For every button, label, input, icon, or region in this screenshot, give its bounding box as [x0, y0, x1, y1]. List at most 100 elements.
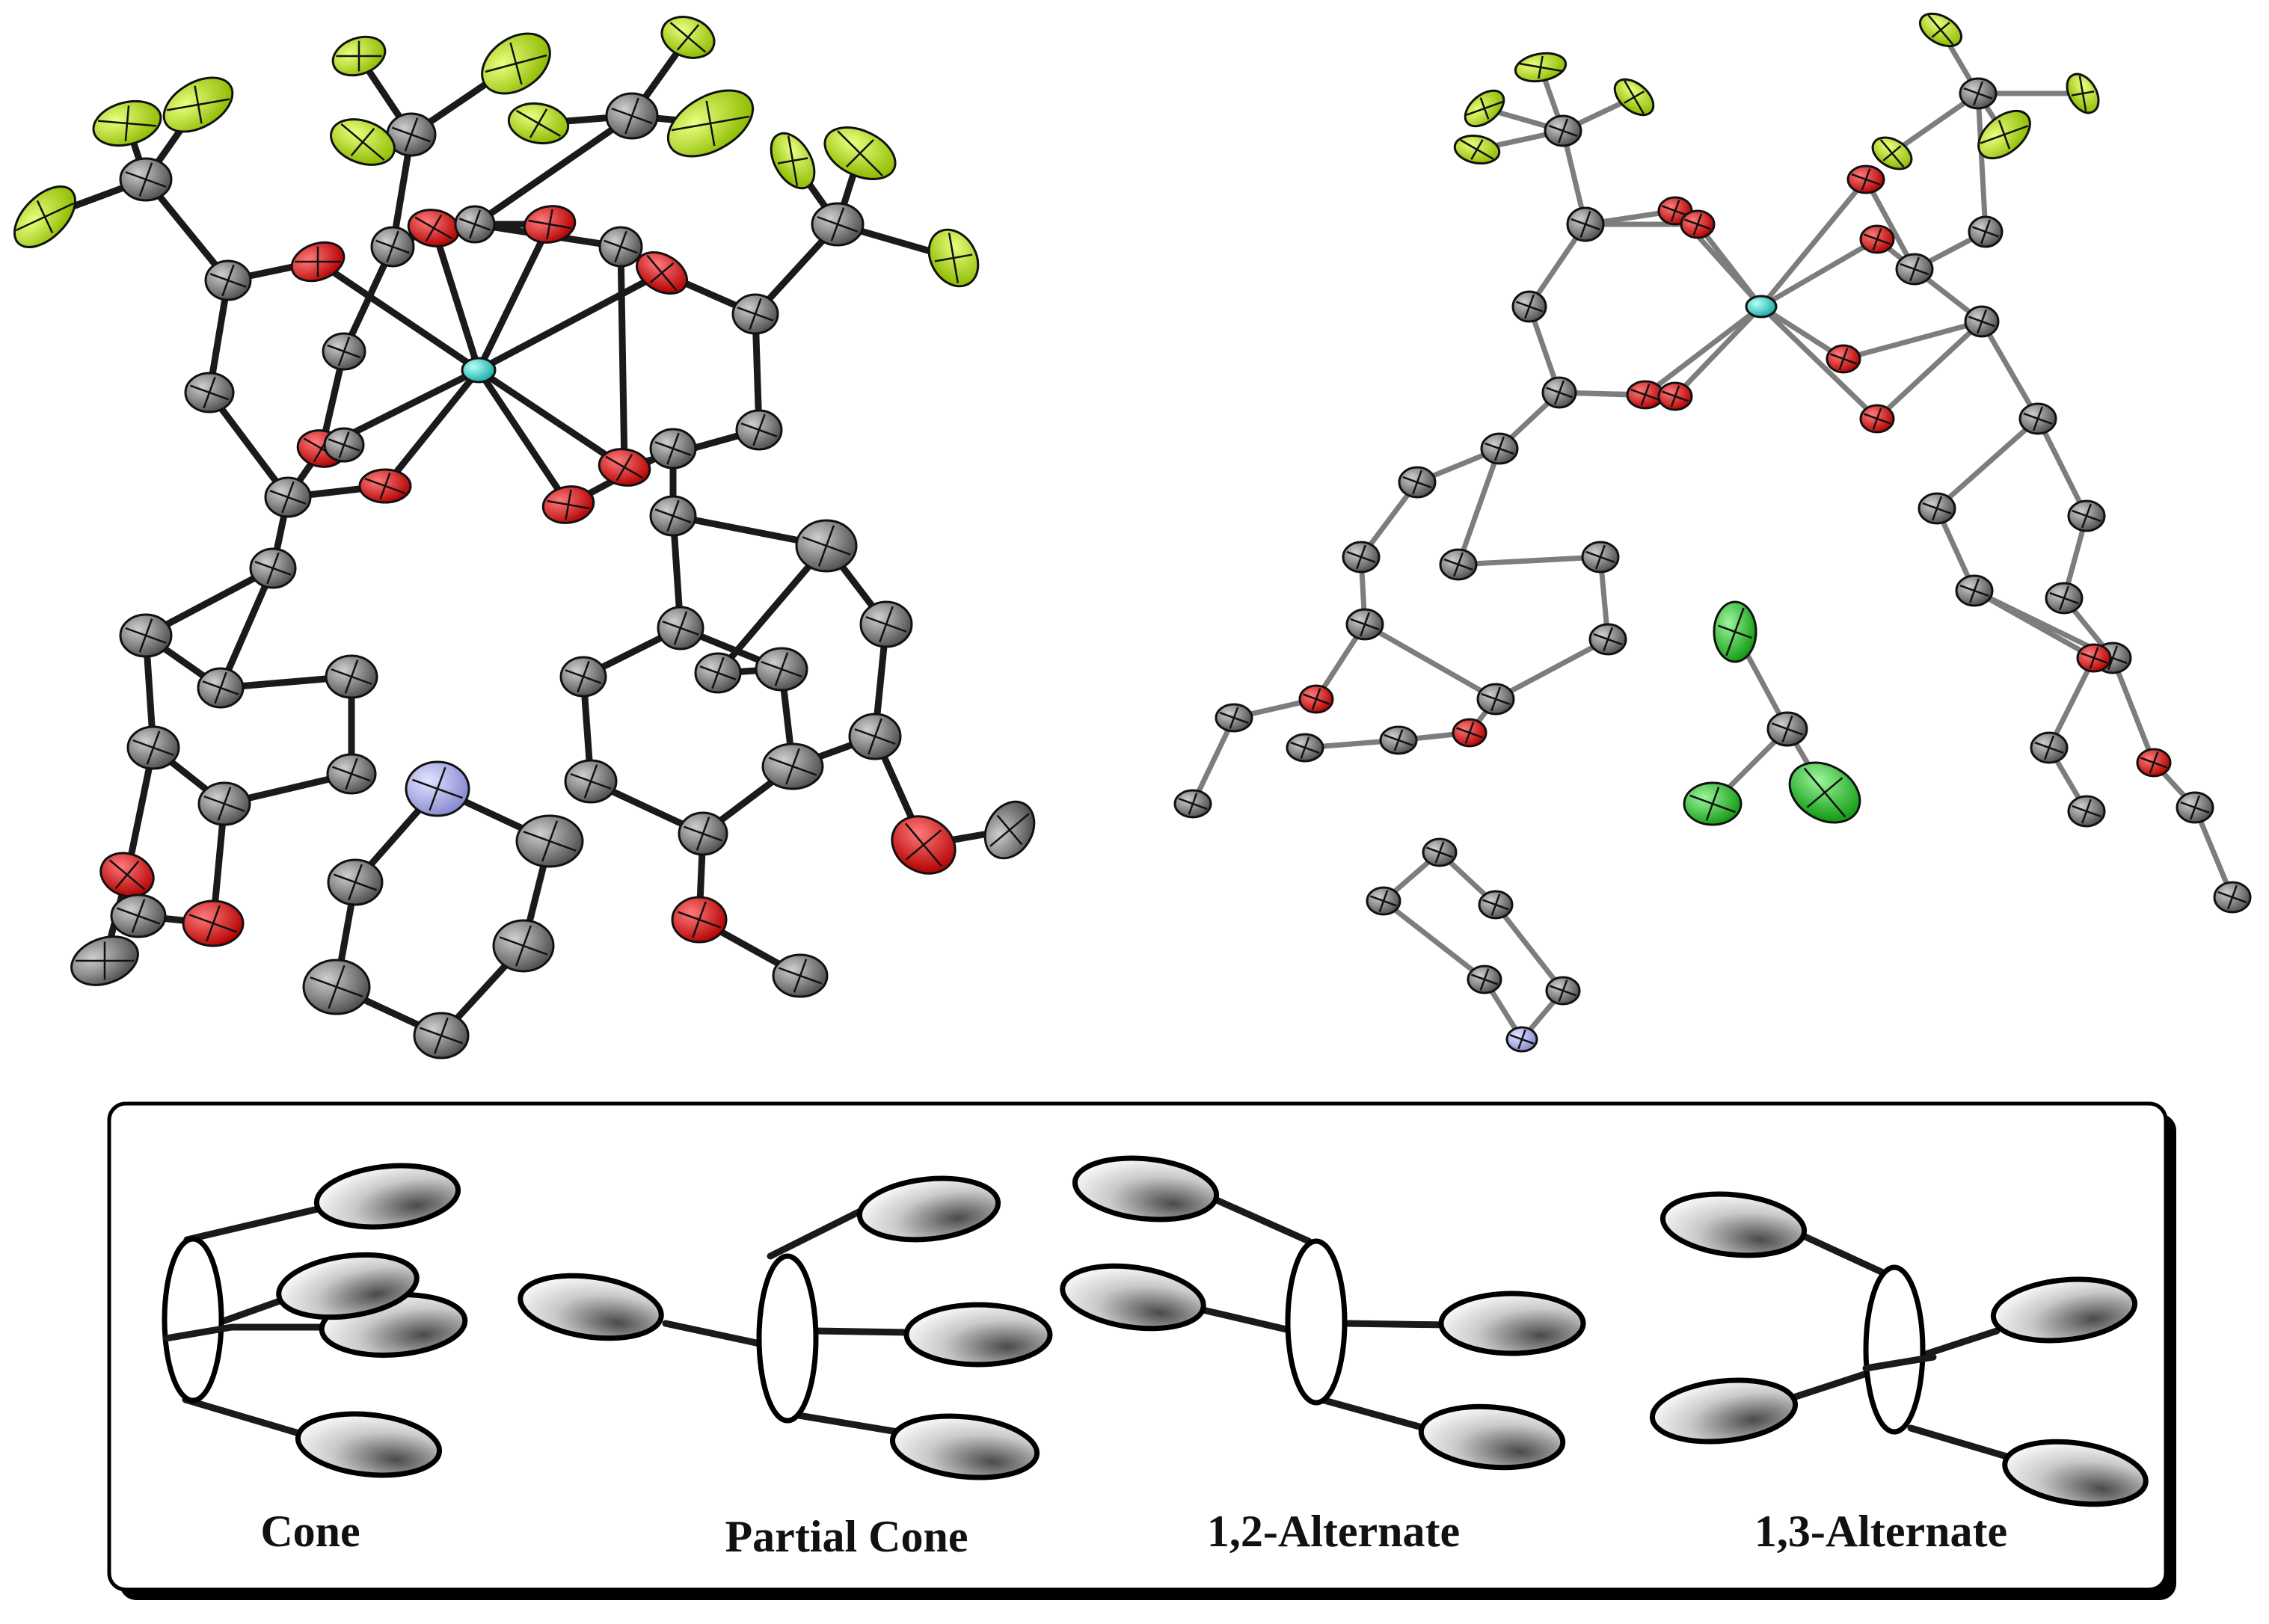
atom-principal-axes: [646, 254, 678, 292]
atom-principal-axes: [458, 209, 491, 239]
atom-principal-axes: [837, 130, 883, 176]
atom-principal-axes: [1178, 793, 1208, 815]
bond: [475, 221, 553, 374]
panel-frame: [107, 1101, 2168, 1592]
atom-principal-axes: [333, 864, 378, 901]
atom-principal-axes: [97, 105, 157, 141]
atom-principal-axes: [166, 85, 230, 124]
bond: [1190, 715, 1237, 807]
atom-principal-axes: [604, 230, 638, 263]
bond: [1642, 304, 1764, 398]
atom-principal-axes: [1481, 686, 1511, 712]
atom-principal-axes: [1456, 722, 1483, 744]
bond: [1874, 319, 1985, 422]
atom-principal-axes: [1864, 228, 1891, 250]
atom-principal-axes: [125, 162, 167, 197]
bond: [2035, 416, 2090, 519]
atom-principal-axes: [777, 135, 808, 186]
atom-principal-axes: [125, 618, 167, 653]
cone-diagram: [162, 1163, 468, 1478]
atom-principal-axes: [1219, 707, 1249, 729]
bond: [1934, 416, 2041, 511]
atom-principal-axes: [1864, 407, 1891, 430]
bond: [1758, 304, 1880, 422]
atom-principal-axes: [768, 748, 817, 785]
atom-principal-axes: [570, 764, 612, 799]
atom-principal-axes: [1460, 139, 1494, 160]
atom-principal-axes: [1922, 496, 1952, 521]
atom-principal-axes: [654, 499, 692, 532]
atom-principal-axes: [1509, 1029, 1535, 1050]
atom-principal-axes: [2072, 503, 2101, 529]
atom-principal-axes: [2081, 647, 2107, 669]
atom-principal-axes: [331, 659, 372, 694]
bond: [1863, 176, 1918, 272]
atom-principal-axes: [1384, 729, 1413, 751]
atom-principal-axes: [310, 965, 363, 1009]
atom-principal-axes: [1402, 470, 1432, 495]
atom-principal-axes: [332, 757, 371, 790]
bond: [1493, 636, 1611, 702]
atom-principal-axes: [528, 209, 571, 240]
atom-principal-axes: [1900, 256, 1929, 282]
atom-principal-axes: [1516, 294, 1543, 319]
atom-principal-axes: [419, 1017, 464, 1054]
atom-principal-axes: [1548, 118, 1578, 144]
atom-principal-axes: [1830, 348, 1857, 370]
bond: [2110, 655, 2157, 766]
bond: [1493, 902, 1566, 994]
atom-principal-axes: [327, 336, 361, 366]
bond: [1455, 554, 1603, 568]
atom-principal-axes: [2180, 795, 2210, 820]
crystal-structure-side-view: [13, 16, 1036, 1059]
atom-principal-axes: [671, 100, 750, 147]
atom-principal-axes: [1290, 736, 1320, 759]
atom-principal-axes: [989, 813, 1030, 847]
1-2-alternate-diagram: [1060, 1155, 1586, 1471]
atom-principal-axes: [1303, 688, 1330, 710]
atom-principal-axes: [1879, 138, 1905, 168]
bond: [471, 112, 636, 228]
atom-principal-axes: [1803, 767, 1846, 818]
caption-1-2-alternate: 1,2-Alternate: [1207, 1507, 1460, 1556]
atom-principal-axes: [1662, 385, 1689, 407]
atom-principal-axes: [2071, 76, 2095, 111]
atom-principal-axes: [684, 816, 722, 851]
atom-principal-axes: [1771, 716, 1804, 742]
atom-principal-axes: [1851, 168, 1881, 191]
bond: [2046, 655, 2097, 751]
caption-cone: Cone: [260, 1507, 360, 1556]
bond: [314, 258, 482, 374]
atom-principal-axes: [485, 42, 547, 85]
atom-principal-axes: [209, 264, 247, 297]
atom-principal-axes: [375, 230, 410, 263]
metal-atom: [1745, 295, 1778, 319]
atom-principal-axes: [761, 652, 802, 686]
atom-principal-axes: [934, 233, 973, 283]
bond: [1758, 236, 1880, 310]
atom-principal-axes: [1593, 627, 1623, 652]
atom-principal-axes: [547, 489, 590, 520]
1-3-alternate-diagram: [1649, 1191, 2149, 1507]
atom-principal-axes: [188, 905, 238, 942]
atom-principal-axes: [414, 214, 453, 242]
atom-principal-axes: [1484, 436, 1514, 461]
bond: [1362, 621, 1499, 702]
atom-principal-axes: [1443, 552, 1473, 577]
atom-principal-axes: [1466, 97, 1503, 120]
atom-principal-axes: [1571, 211, 1600, 238]
atom-principal-axes: [778, 959, 823, 993]
atom-principal-axes: [905, 822, 942, 867]
bond: [430, 224, 482, 374]
atom-principal-axes: [328, 431, 360, 458]
atom-principal-axes: [108, 859, 146, 891]
atom-principal-axes: [737, 298, 774, 330]
bond: [1758, 176, 1869, 310]
atom-principal-axes: [1662, 200, 1689, 222]
atom-principal-axes: [2140, 751, 2167, 774]
atom-principal-axes: [1546, 380, 1573, 405]
caption-partial-cone: Partial Cone: [725, 1512, 968, 1561]
atom-principal-axes: [412, 766, 463, 811]
atom-principal-axes: [1370, 890, 1397, 912]
atom-principal-axes: [392, 117, 431, 152]
